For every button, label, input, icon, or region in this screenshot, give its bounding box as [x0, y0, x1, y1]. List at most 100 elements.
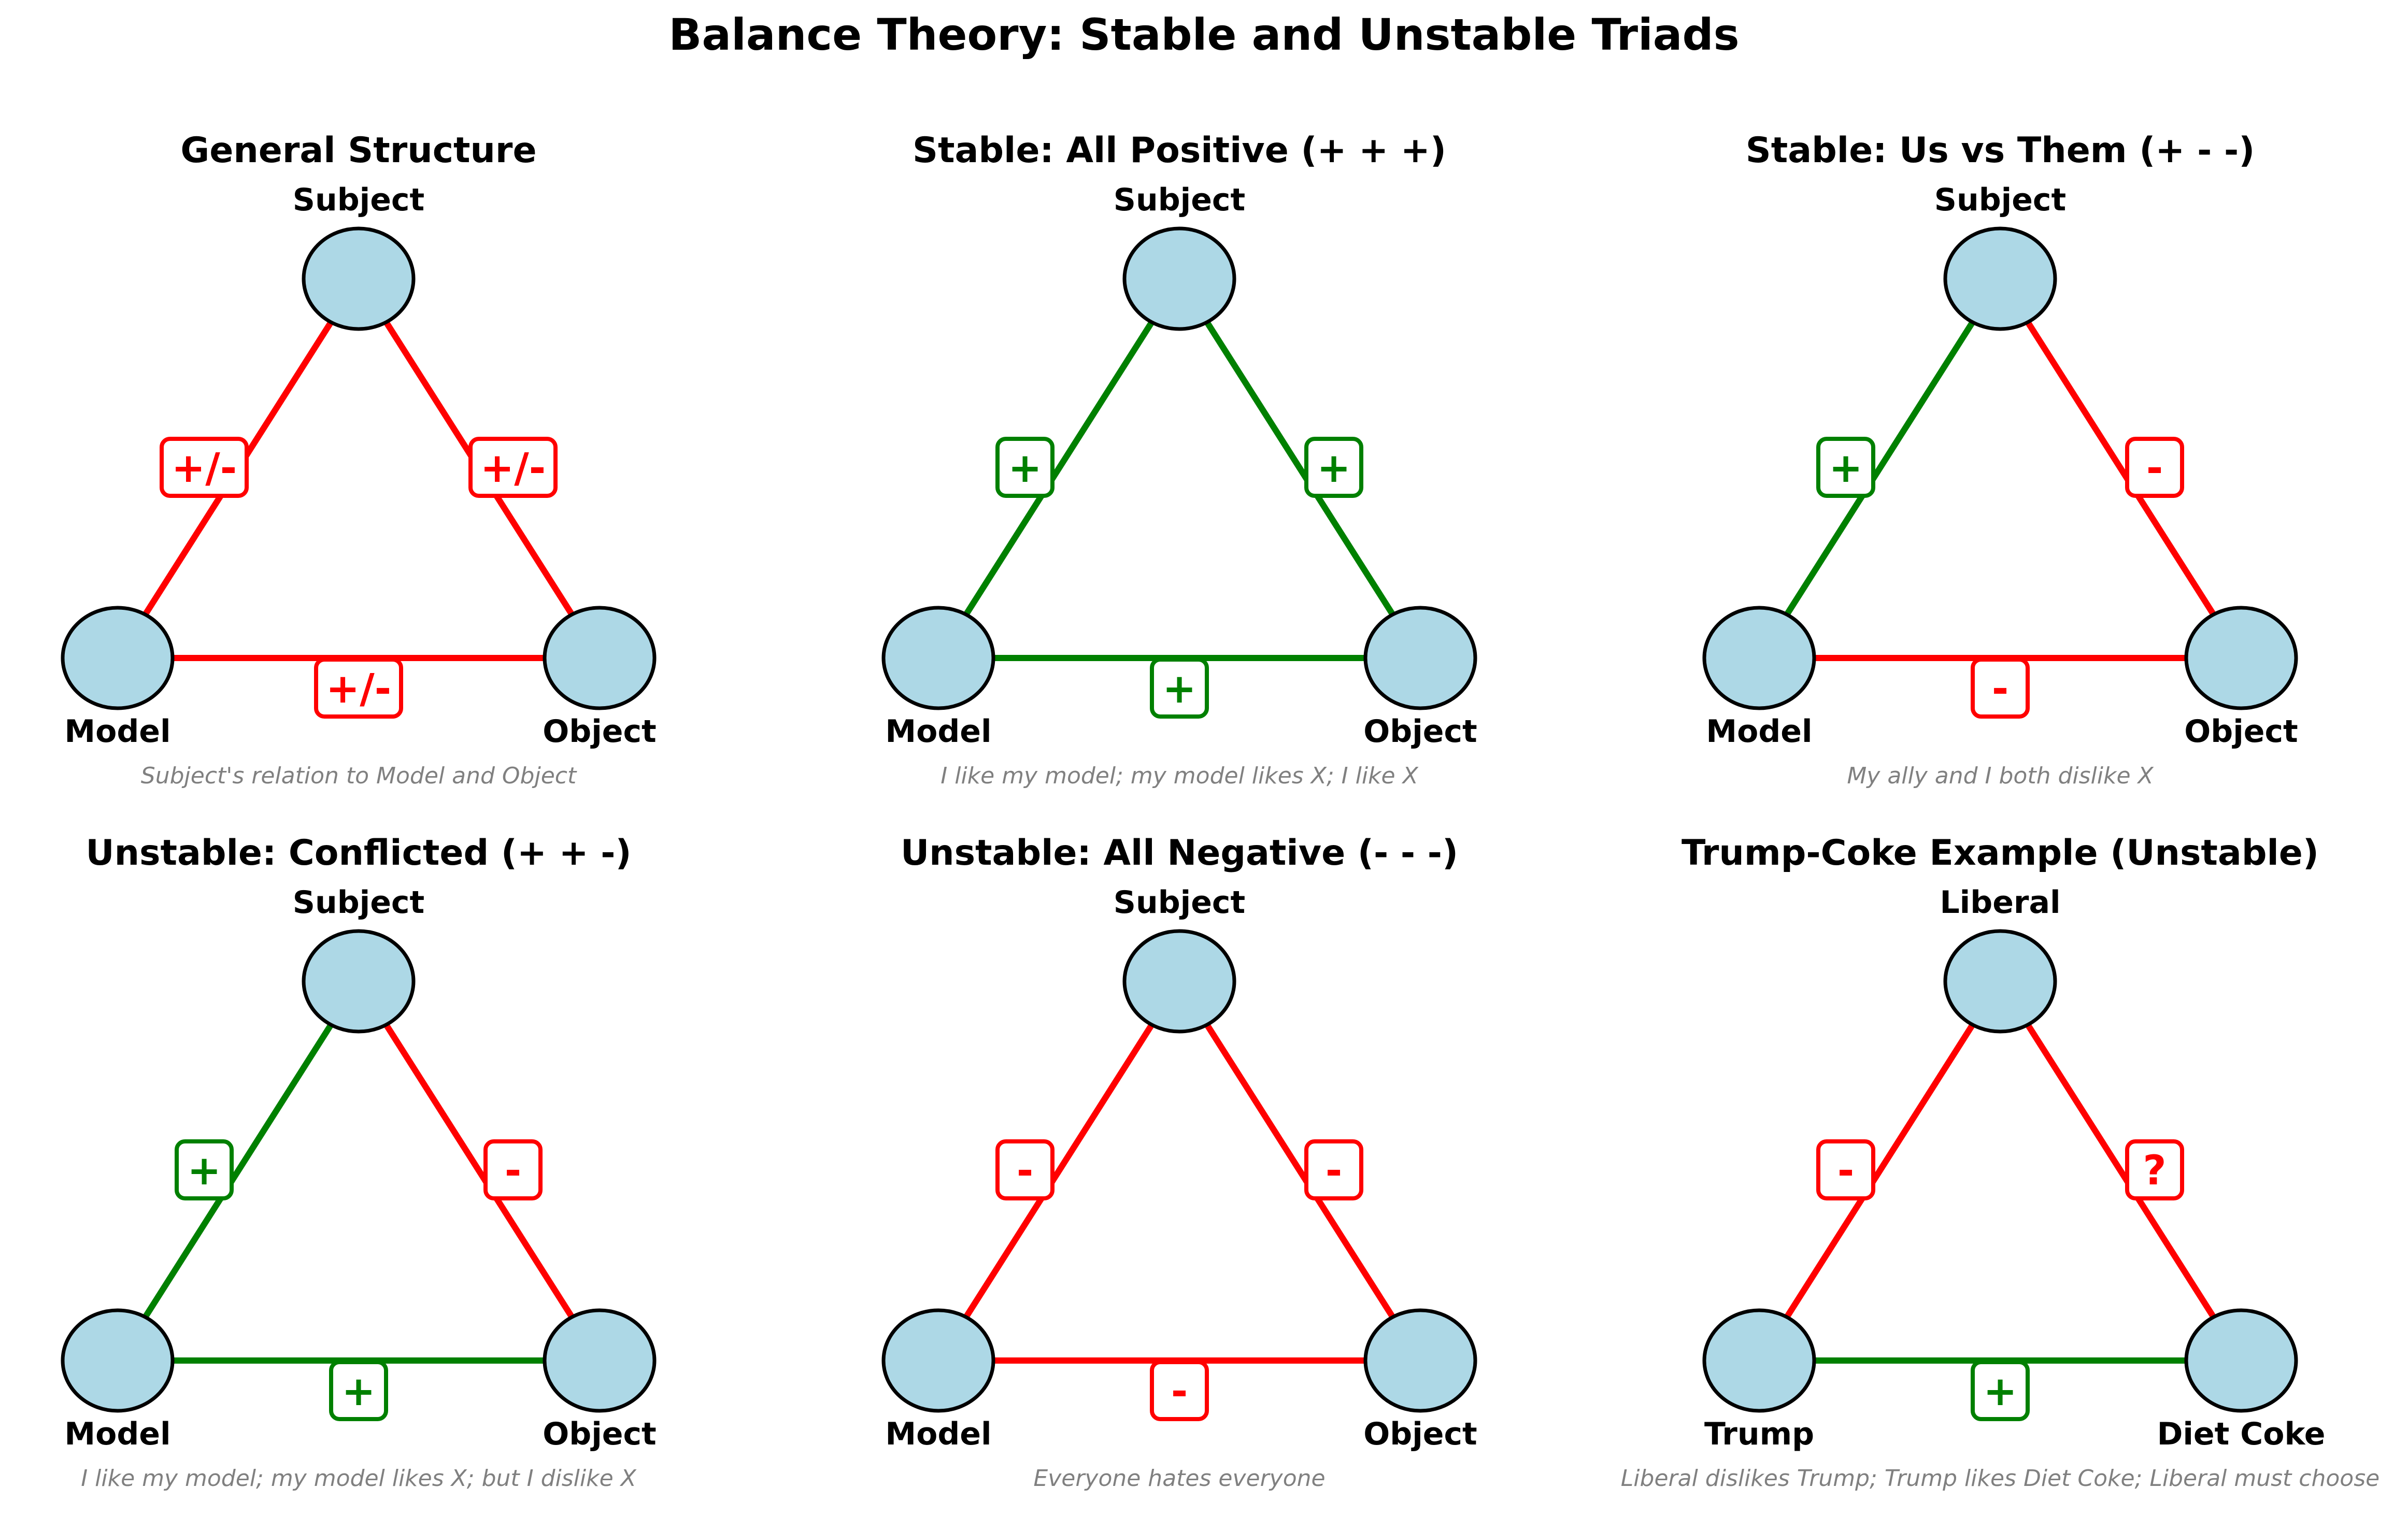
- node-left: [61, 1308, 175, 1413]
- node-label-left: Model: [64, 1416, 170, 1452]
- edge-right: [355, 979, 603, 1363]
- node-left: [881, 606, 995, 710]
- sign-badge-label: ?: [2143, 1148, 2166, 1194]
- sign-badge-label: -: [1837, 1148, 1854, 1194]
- edge-left: [1756, 979, 2003, 1363]
- sign-badge-box: [995, 1139, 1055, 1200]
- sign-badge-label: -: [1992, 666, 2008, 712]
- node-label-top: Subject: [1934, 182, 2066, 218]
- sign-badge-left: +: [995, 437, 1055, 498]
- sign-badge-box: [1304, 1139, 1363, 1200]
- panel-title: Stable: Us vs Them (+ - -): [1746, 130, 2255, 171]
- panel-caption: I like my model; my model likes X; I lik…: [941, 763, 1418, 789]
- node-label-left: Model: [885, 1416, 991, 1452]
- sign-badge-right: +: [1304, 437, 1363, 498]
- sign-badge-label: -: [2146, 445, 2163, 492]
- sign-badge-right: ?: [2125, 1139, 2184, 1200]
- panel-title: Unstable: Conflicted (+ + -): [86, 833, 631, 874]
- sign-badge-left: +: [175, 1139, 234, 1200]
- node-right: [543, 606, 657, 710]
- node-left: [881, 1308, 995, 1413]
- panel-caption: My ally and I both dislike X: [1847, 763, 2154, 789]
- sign-badge-bottom: +/-: [314, 657, 403, 719]
- node-label-top: Subject: [1114, 182, 1245, 218]
- panel-title: Unstable: All Negative (- - -): [901, 833, 1458, 874]
- sign-badge-box: [1150, 657, 1209, 719]
- node-label-top: Subject: [293, 182, 424, 218]
- sign-badge-box: [2125, 1139, 2184, 1200]
- node-label-top: Liberal: [1940, 884, 2060, 921]
- node-label-left: Model: [885, 713, 991, 750]
- sign-badge-bottom: +: [1150, 657, 1209, 719]
- sign-badge-label: +/-: [480, 445, 546, 492]
- node-label-right: Diet Coke: [2157, 1416, 2326, 1452]
- sign-badge-box: [1304, 437, 1363, 498]
- sign-badge-box: [2125, 437, 2184, 498]
- node-label-right: Object: [543, 1416, 656, 1452]
- sign-badge-box: [314, 657, 403, 719]
- node-label-left: Model: [1706, 713, 1812, 750]
- sign-badge-label: -: [1171, 1368, 1188, 1415]
- sign-badge-box: [1816, 1139, 1875, 1200]
- node-right: [2184, 606, 2298, 710]
- sign-badge-right: -: [483, 1139, 543, 1200]
- sign-badge-label: +: [1162, 666, 1196, 712]
- node-label-left: Trump: [1704, 1416, 1814, 1452]
- sign-badge-box: [160, 437, 249, 498]
- node-left: [1702, 1308, 1816, 1413]
- sign-badge-box: [483, 1139, 543, 1200]
- sign-badge-box: [1971, 657, 2030, 719]
- node-right: [1363, 606, 1477, 710]
- triad-panel-6: Trump-Coke Example (Unstable) -? + LiberalT…: [1621, 833, 2379, 1492]
- node-label-right: Object: [543, 713, 656, 750]
- node-top: [1943, 226, 2057, 331]
- node-label-right: Object: [2184, 713, 2298, 750]
- sign-badge-label: -: [505, 1148, 521, 1194]
- triad-panel-3: Stable: Us vs Them (+ - -) + - - SubjectMode…: [1702, 130, 2298, 789]
- panel-title: General Structure: [180, 130, 536, 171]
- node-top: [302, 226, 416, 331]
- edge-left: [1756, 277, 2003, 660]
- panel-title: Trump-Coke Example (Unstable): [1682, 833, 2319, 874]
- sign-badge-label: -: [1326, 1148, 1342, 1194]
- node-label-top: Subject: [293, 884, 424, 921]
- sign-badge-box: [1816, 437, 1875, 498]
- node-top: [1122, 929, 1236, 1034]
- sign-badge-label: +: [187, 1148, 221, 1194]
- sign-badge-box: [329, 1360, 388, 1421]
- node-left: [61, 606, 175, 710]
- node-right: [543, 1308, 657, 1413]
- edge-right: [1176, 979, 1423, 1363]
- node-label-right: Object: [1363, 713, 1477, 750]
- node-label-right: Object: [1363, 1416, 1477, 1452]
- sign-badge-box: [1150, 1360, 1209, 1421]
- sign-badge-left: -: [995, 1139, 1055, 1200]
- triad-panel-4: Unstable: Conflicted (+ + -) + - + SubjectMo…: [61, 833, 657, 1492]
- sign-badge-left: +/-: [160, 437, 249, 498]
- edge-left: [115, 979, 362, 1363]
- sign-badge-label: +: [341, 1368, 375, 1415]
- panel-caption: Everyone hates everyone: [1033, 1465, 1325, 1492]
- node-label-left: Model: [64, 713, 170, 750]
- sign-badge-right: -: [2125, 437, 2184, 498]
- sign-badge-left: +: [1816, 437, 1875, 498]
- sign-badge-box: [995, 437, 1055, 498]
- sign-badge-bottom: +: [1971, 1360, 2030, 1421]
- sign-badge-box: [175, 1139, 234, 1200]
- edge-left: [935, 979, 1182, 1363]
- node-top: [302, 929, 416, 1034]
- node-right: [1363, 1308, 1477, 1413]
- sign-badge-left: -: [1816, 1139, 1875, 1200]
- panel-caption: Subject's relation to Model and Object: [141, 763, 577, 789]
- sign-badge-bottom: -: [1971, 657, 2030, 719]
- sign-badge-label: +: [1829, 445, 1862, 492]
- node-label-top: Subject: [1114, 884, 1245, 921]
- panel-caption: I like my model; my model likes X; but I…: [81, 1465, 636, 1492]
- sign-badge-bottom: -: [1150, 1360, 1209, 1421]
- node-top: [1943, 929, 2057, 1034]
- edge-right: [1997, 979, 2244, 1363]
- sign-badge-right: +/-: [468, 437, 558, 498]
- edge-left: [935, 277, 1182, 660]
